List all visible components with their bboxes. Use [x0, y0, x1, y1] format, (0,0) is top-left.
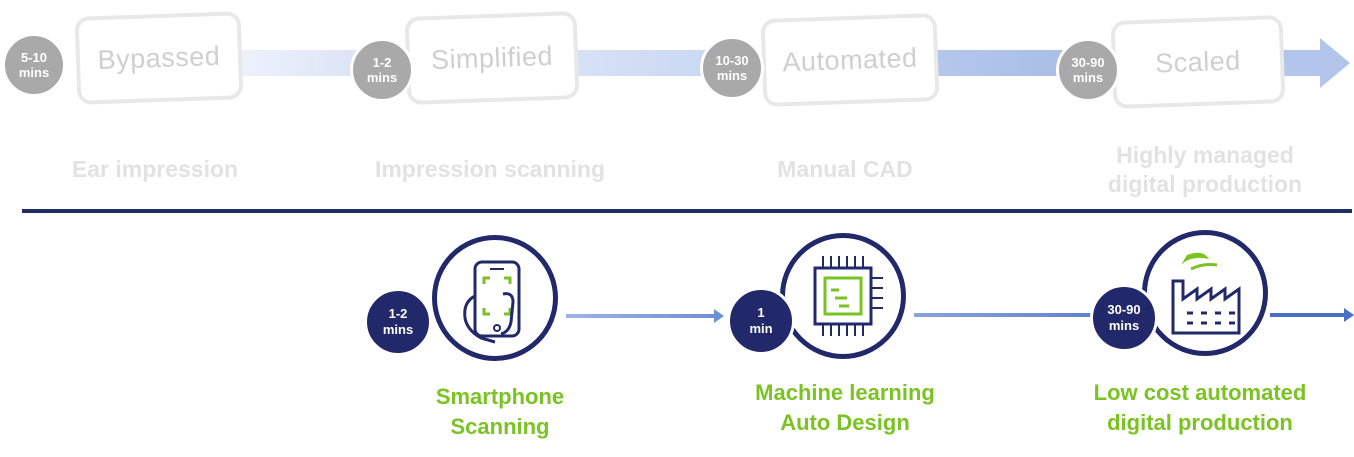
badge-time-unit: mins	[382, 322, 414, 337]
factory-icon	[1171, 252, 1241, 335]
label-line: digital production	[1107, 171, 1303, 197]
legacy-time-badge-3: 10-30 mins	[700, 36, 764, 100]
new-time-badge-2: 1 min	[727, 287, 795, 355]
connector-arrow-head-1	[714, 309, 724, 323]
label-line: Manual CAD	[777, 156, 913, 182]
label-line: Scanning	[450, 414, 550, 439]
legacy-card-bypassed: Bypassed	[74, 11, 244, 105]
badge-time-value: 1	[757, 305, 765, 320]
legacy-card-automated: Automated	[760, 12, 940, 108]
label-line: Auto Design	[780, 410, 910, 435]
new-step-label-3: Low cost automated digital production	[1050, 378, 1350, 438]
label-line: Smartphone	[435, 384, 565, 409]
legacy-arrow-segment-3	[930, 50, 1070, 76]
legacy-time-badge-1: 5-10 mins	[2, 33, 66, 97]
legacy-time-badge-4: 30-90 mins	[1056, 38, 1120, 102]
badge-time-unit: mins	[716, 68, 748, 83]
label-line: Ear impression	[71, 156, 239, 182]
section-divider	[22, 209, 1352, 213]
legacy-arrow-segment-2	[570, 50, 720, 76]
connector-line-1	[566, 314, 716, 318]
badge-time-value: 30-90	[1107, 302, 1141, 317]
factory-circle	[1142, 230, 1268, 356]
legacy-arrow-head	[1320, 38, 1350, 88]
smartphone-scan-icon	[463, 260, 521, 344]
label-line: Low cost automated	[1093, 380, 1307, 405]
smartphone-scan-circle	[432, 235, 558, 361]
legacy-time-badge-2: 1-2 mins	[350, 38, 414, 102]
label-line: Highly managed	[1116, 142, 1294, 168]
new-step-label-2: Machine learning Auto Design	[715, 378, 975, 438]
badge-time-value: 5-10	[20, 50, 48, 65]
legacy-card-text: Scaled	[1154, 45, 1242, 78]
badge-time-unit: mins	[366, 70, 398, 85]
legacy-step-label-3: Manual CAD	[720, 155, 970, 184]
chip-icon	[813, 256, 883, 336]
badge-time-unit: mins	[18, 65, 50, 80]
label-line: Machine learning	[755, 380, 935, 405]
legacy-card-scaled: Scaled	[1110, 15, 1286, 109]
new-time-badge-1: 1-2 mins	[364, 288, 432, 356]
legacy-card-simplified: Simplified	[404, 11, 580, 105]
legacy-card-text: Simplified	[430, 40, 554, 75]
badge-time-unit: min	[749, 321, 773, 336]
legacy-card-text: Bypassed	[97, 40, 221, 75]
badge-time-value: 10-30	[715, 53, 749, 68]
badge-time-value: 1-2	[388, 306, 408, 321]
badge-time-unit: mins	[1072, 70, 1104, 85]
legacy-step-label-1: Ear impression	[30, 155, 280, 184]
chip-circle	[780, 233, 906, 359]
connector-line-3	[1270, 313, 1346, 317]
connector-line-2	[914, 313, 1094, 317]
badge-time-unit: mins	[1108, 318, 1140, 333]
legacy-step-label-2: Impression scanning	[350, 155, 630, 184]
legacy-arrow-segment-4	[1280, 50, 1322, 76]
badge-time-value: 30-90	[1071, 55, 1105, 70]
label-line: digital production	[1107, 410, 1293, 435]
legacy-card-text: Automated	[781, 42, 919, 77]
connector-arrow-head-3	[1344, 308, 1354, 322]
new-time-badge-3: 30-90 mins	[1090, 284, 1158, 352]
label-line: Impression scanning	[374, 156, 606, 182]
legacy-step-label-4: Highly managed digital production	[1080, 141, 1330, 199]
legacy-arrow-segment-1	[232, 50, 362, 76]
new-step-label-1: Smartphone Scanning	[380, 382, 620, 442]
badge-time-value: 1-2	[372, 55, 392, 70]
